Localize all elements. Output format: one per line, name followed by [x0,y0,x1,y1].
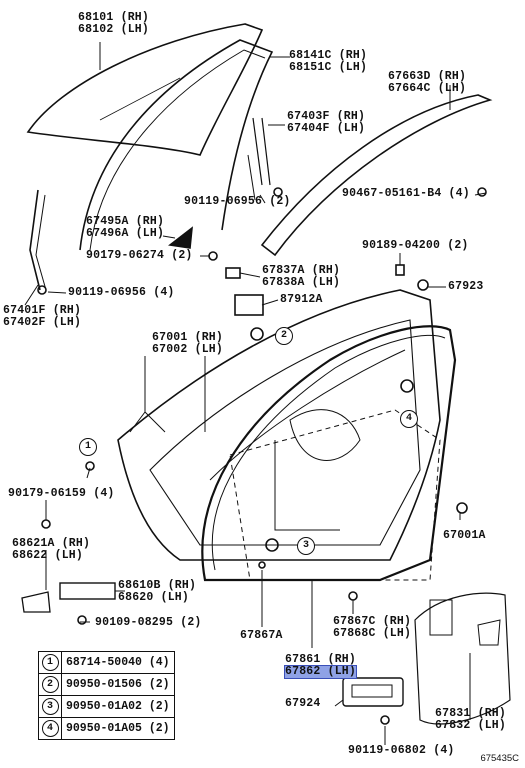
label-90467: 90467-05161-B4 (4) [342,188,470,200]
label-67401F: 67401F (RH) 67402F (LH) [3,305,81,329]
legend-number: 2 [41,676,59,693]
part-90119-06956-a: 90119-06956 (2) [184,195,291,208]
legend-number: 1 [41,654,59,671]
door-frame-moulding [260,94,493,257]
label-67663D: 67663D (RH) 67664C (LH) [388,71,466,95]
label-90179-06159: 90179-06159 (4) [8,488,115,500]
part-90179-06159: 90179-06159 (4) [8,487,115,500]
part-67001: 67001 (RH) [152,331,224,344]
legend-part: 68714-50040 (4) [61,651,175,674]
label-67001A: 67001A [443,530,486,542]
part-67495A: 67495A (RH) [86,215,165,228]
label-67001: 67001 (RH) 67002 (LH) [152,332,223,356]
part-67862-highlighted[interactable]: 67862 (LH) [283,665,358,679]
part-67861: 67861 (RH) [285,653,357,666]
part-68610B: 68610B (RH) [118,579,197,592]
part-67867A: 67867A [240,629,283,642]
label-67867C: 67867C (RH) 67868C (LH) [333,616,411,640]
label-68621A: 68621A (RH) 68622 (LH) [12,538,90,562]
part-90109: 90109-08295 (2) [95,616,202,629]
label-90119-06956-a: 90119-06956 (2) [184,196,291,208]
part-68621A: 68621A (RH) [12,537,91,550]
part-68151C: 68151C (LH) [289,61,368,74]
diagram-code: 675435C [480,753,519,764]
callout-2: 2 [275,327,293,345]
label-67403F: 67403F (RH) 67404F (LH) [287,111,365,135]
label-90119-06802: 90119-06802 (4) [348,745,455,757]
label-90119-06956-b: 90119-06956 (4) [68,287,175,299]
legend-row: 1 68714-50040 (4) [38,651,175,674]
door-panel [117,289,441,561]
part-67867C: 67867C (RH) [333,615,412,628]
legend-row: 3 90950-01A02 (2) [38,695,175,718]
part-68141C: 68141C (RH) [289,49,368,62]
label-68610B: 68610B (RH) 68620 (LH) [118,580,196,604]
part-67002: 67002 (LH) [152,343,224,356]
label-67861: 67861 (RH) 67862 (LH) [283,653,358,679]
legend-number: 3 [41,698,59,715]
callout-4: 4 [400,410,418,428]
fastener-legend-table: 1 68714-50040 (4) 2 90950-01506 (2) 3 90… [38,651,175,740]
part-67403F: 67403F (RH) [287,110,366,123]
label-90179-06274: 90179-06274 (2) [86,250,193,262]
glass-run-channel [79,39,274,251]
part-68620: 68620 (LH) [118,591,190,604]
service-hole-cover [414,592,511,725]
part-67832: 67832 (LH) [435,719,507,732]
door-glass [26,23,264,156]
legend-part: 90950-01506 (2) [61,673,175,696]
legend-part: 90950-01A02 (2) [61,695,175,718]
part-90467: 90467-05161-B4 (4) [342,187,470,200]
label-68141C: 68141C (RH) 68151C (LH) [289,50,367,74]
callout-3: 3 [297,537,315,555]
part-68101: 68101 (RH) [78,11,150,24]
label-67923: 67923 [448,281,484,293]
part-67838A: 67838A (LH) [262,276,341,289]
label-87912A: 87912A [280,294,323,306]
part-87912A: 87912A [280,293,323,306]
part-67837A: 67837A (RH) [262,264,341,277]
part-67001A: 67001A [443,529,486,542]
label-67837A: 67837A (RH) 67838A (LH) [262,265,340,289]
part-90119-06802: 90119-06802 (4) [348,744,455,757]
label-68101: 68101 (RH) 68102 (LH) [78,12,149,36]
label-90109: 90109-08295 (2) [95,617,202,629]
label-67867A: 67867A [240,630,283,642]
part-90119-06956-b: 90119-06956 (4) [68,286,175,299]
label-67924: 67924 [285,698,321,710]
legend-number: 4 [41,720,59,737]
legend-row: 2 90950-01506 (2) [38,673,175,696]
legend-row: 4 90950-01A05 (2) [38,717,175,740]
door-weatherstrip [201,325,457,582]
part-90189: 90189-04200 (2) [362,239,469,252]
inside-handle [342,677,404,707]
part-67664C: 67664C (LH) [388,82,467,95]
part-67401F: 67401F (RH) [3,304,82,317]
label-90189: 90189-04200 (2) [362,240,469,252]
legend-part: 90950-01A05 (2) [61,717,175,740]
part-67831: 67831 (RH) [435,707,507,720]
part-67923: 67923 [448,280,484,293]
part-67496A: 67496A (LH) [86,227,165,240]
callout-1: 1 [79,438,97,456]
part-67404F: 67404F (LH) [287,122,366,135]
label-67831: 67831 (RH) 67832 (LH) [435,708,506,732]
part-90179-06274: 90179-06274 (2) [86,249,193,262]
part-67868C: 67868C (LH) [333,627,412,640]
part-67924: 67924 [285,697,321,710]
part-68622: 68622 (LH) [12,549,84,562]
part-67402F: 67402F (LH) [3,316,82,329]
door-check [59,582,116,600]
part-68102: 68102 (LH) [78,23,150,36]
label-67495A: 67495A (RH) 67496A (LH) [86,216,164,240]
part-67663D: 67663D (RH) [388,70,467,83]
